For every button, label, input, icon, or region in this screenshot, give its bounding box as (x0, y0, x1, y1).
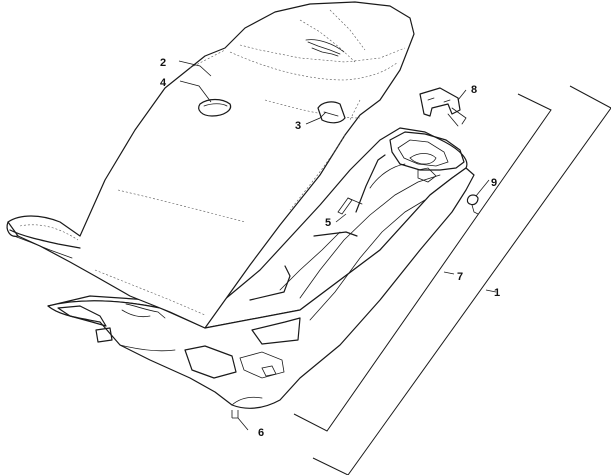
callout-3: 3 (295, 120, 301, 132)
callout-9: 9 (491, 177, 497, 189)
fastener-part (466, 194, 479, 215)
clip-part (337, 197, 363, 215)
leader-lines (178, 60, 497, 431)
callout-6: 6 (258, 427, 264, 439)
assembly-brackets (293, 85, 611, 475)
bracket-assembly-1 (312, 85, 611, 475)
callout-labels: 1 2 3 4 5 6 7 8 9 (160, 57, 500, 439)
callout-4: 4 (160, 77, 167, 89)
bracket-part (419, 87, 467, 127)
callout-8: 8 (471, 84, 477, 96)
seat-base (47, 127, 475, 409)
callout-2: 2 (160, 57, 166, 69)
bracket-assembly-7 (293, 93, 552, 432)
callout-7: 7 (457, 271, 463, 283)
seat-cushion (6, 1, 415, 329)
callout-1: 1 (494, 287, 500, 299)
callout-5: 5 (325, 217, 331, 229)
